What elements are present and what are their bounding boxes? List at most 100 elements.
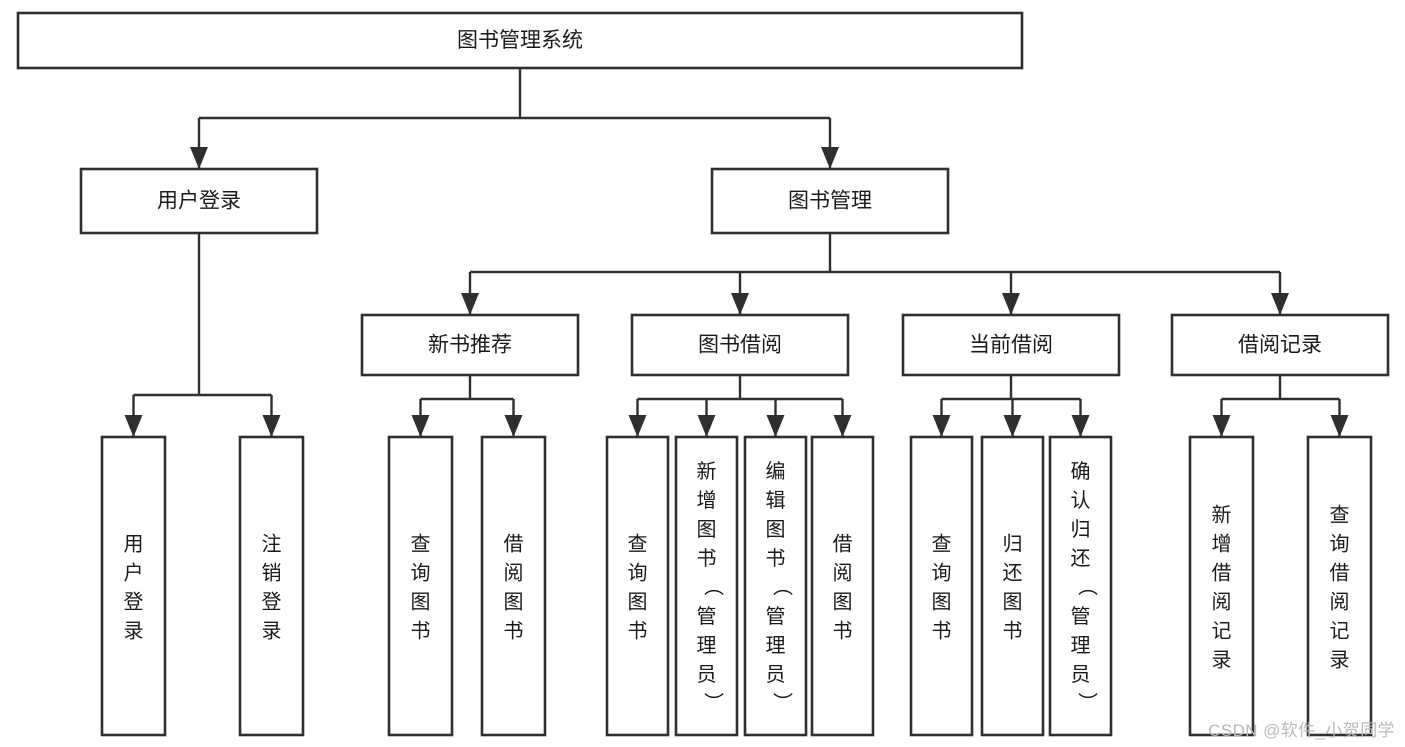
node-leaf-6-label-char: ）	[771, 692, 794, 712]
node-leaf-4-label-char: 图	[628, 592, 648, 614]
node-leaf-2-label-char: 书	[411, 620, 431, 643]
node-leaf-9-box[interactable]	[980, 435, 1045, 737]
node-level3-3[interactable]: 借阅记录	[1170, 313, 1390, 377]
node-level3-2[interactable]: 当前借阅	[901, 313, 1121, 377]
node-leaf-10-label-char: 归	[1071, 518, 1091, 541]
edge-2-arrow-0	[628, 415, 647, 437]
node-level2-1-box[interactable]	[710, 167, 950, 235]
node-leaf-1-box[interactable]	[238, 435, 305, 737]
node-leaf-7-label-char: 图	[833, 592, 853, 614]
node-leaf-12-label-char: 阅	[1330, 591, 1350, 614]
nodes-layer: 图书管理系统用户登录图书管理新书推荐图书借阅当前借阅借阅记录用户登录注销登录查询…	[16, 11, 1390, 737]
node-level2-0[interactable]: 用户登录	[79, 167, 319, 235]
node-leaf-12-box[interactable]	[1306, 435, 1373, 737]
node-leaf-9-label-char: 图	[1003, 592, 1023, 614]
edge-2-arrow-1	[697, 415, 716, 437]
node-level3-1[interactable]: 图书借阅	[630, 313, 850, 377]
node-level3-0[interactable]: 新书推荐	[360, 313, 580, 377]
node-leaf-11-label-char: 记	[1212, 620, 1232, 643]
node-leaf-10-box[interactable]	[1048, 435, 1113, 737]
node-leaf-4-box[interactable]	[605, 435, 670, 737]
edges-layer	[124, 68, 1349, 437]
node-leaf-10-label-char: （	[1076, 576, 1099, 596]
node-leaf-5-label-char: 新	[697, 460, 717, 483]
node-level3-1-box[interactable]	[630, 313, 850, 377]
node-leaf-1-label-char: 录	[262, 621, 282, 643]
edge-1-arrow-1	[504, 415, 523, 437]
node-leaf-5-box[interactable]	[674, 435, 739, 737]
node-leaf-3-label-char: 阅	[504, 562, 524, 585]
node-leaf-11-label-char: 借	[1212, 562, 1232, 585]
node-leaf-7-label-char: 借	[833, 533, 853, 556]
node-leaf-5-label-char: 增	[697, 489, 717, 512]
node-leaf-3-label-char: 借	[504, 533, 524, 556]
node-leaf-8-label-char: 图	[932, 592, 952, 614]
node-level2-0-box[interactable]	[79, 167, 319, 235]
node-leaf-5-label-char: 图	[697, 519, 717, 541]
edge-bookmgmt-arrow-3	[1271, 293, 1289, 315]
node-root-box[interactable]	[16, 11, 1024, 70]
node-leaf-2-label-char: 图	[411, 592, 431, 614]
node-leaf-8-label-char: 书	[932, 620, 952, 643]
node-leaf-12-label-char: 查	[1330, 504, 1350, 527]
node-leaf-8-box[interactable]	[909, 435, 974, 737]
node-leaf-0-label-char: 登	[124, 591, 144, 614]
node-level2-1[interactable]: 图书管理	[710, 167, 950, 235]
edge-bookmgmt-arrow-1	[731, 293, 749, 315]
node-leaf-0-box[interactable]	[100, 435, 167, 737]
node-leaf-5-label-char: 员	[697, 664, 717, 686]
node-leaf-5-label-char: 管	[697, 605, 717, 628]
node-leaf-12-label-char: 借	[1330, 562, 1350, 585]
node-level3-3-label: 借阅记录	[1238, 334, 1322, 357]
node-leaf-7-label-char: 书	[833, 620, 853, 643]
node-leaf-11-box[interactable]	[1188, 435, 1255, 737]
node-leaf-5-label-char: （	[702, 576, 725, 596]
node-leaf-7-box[interactable]	[810, 435, 875, 737]
node-leaf-1-label-char: 注	[262, 533, 282, 556]
edge-root-arrow-1	[821, 147, 839, 169]
node-leaf-3-box[interactable]	[480, 435, 547, 737]
node-leaf-6-label-char: 编	[766, 460, 786, 483]
node-leaf-0-label-char: 户	[124, 562, 144, 585]
node-leaf-0[interactable]: 用户登录	[100, 435, 167, 737]
edge-4-arrow-1	[1330, 415, 1349, 437]
node-leaf-10-label-char: 确	[1071, 460, 1091, 483]
node-leaf-10-label-char: 还	[1071, 547, 1091, 570]
node-level3-0-box[interactable]	[360, 313, 580, 377]
edge-1-arrow-0	[411, 415, 430, 437]
node-leaf-4-label-char: 书	[628, 620, 648, 643]
node-leaf-10-label-char: 员	[1071, 664, 1091, 686]
node-leaf-2-box[interactable]	[387, 435, 454, 737]
node-leaf-6-label-char: 辑	[766, 489, 786, 512]
node-leaf-5-label-char: ）	[702, 692, 725, 712]
edge-0-arrow-1	[262, 415, 281, 437]
node-root[interactable]: 图书管理系统	[16, 11, 1024, 70]
node-leaf-6-box[interactable]	[743, 435, 808, 737]
node-leaf-6-label-char: （	[771, 576, 794, 596]
node-leaf-11-label-char: 新	[1212, 504, 1232, 527]
node-leaf-6-label-char: 员	[766, 664, 786, 686]
node-level3-2-box[interactable]	[901, 313, 1121, 377]
node-leaf-5-label-char: 理	[697, 635, 717, 657]
node-leaf-6-label-char: 书	[766, 547, 786, 570]
node-root-label: 图书管理系统	[457, 29, 583, 52]
node-leaf-1-label-char: 登	[262, 591, 282, 614]
edge-3-arrow-0	[932, 415, 951, 437]
node-level3-3-box[interactable]	[1170, 313, 1390, 377]
node-level2-0-label: 用户登录	[157, 190, 241, 213]
node-leaf-9-label-char: 书	[1003, 620, 1023, 643]
